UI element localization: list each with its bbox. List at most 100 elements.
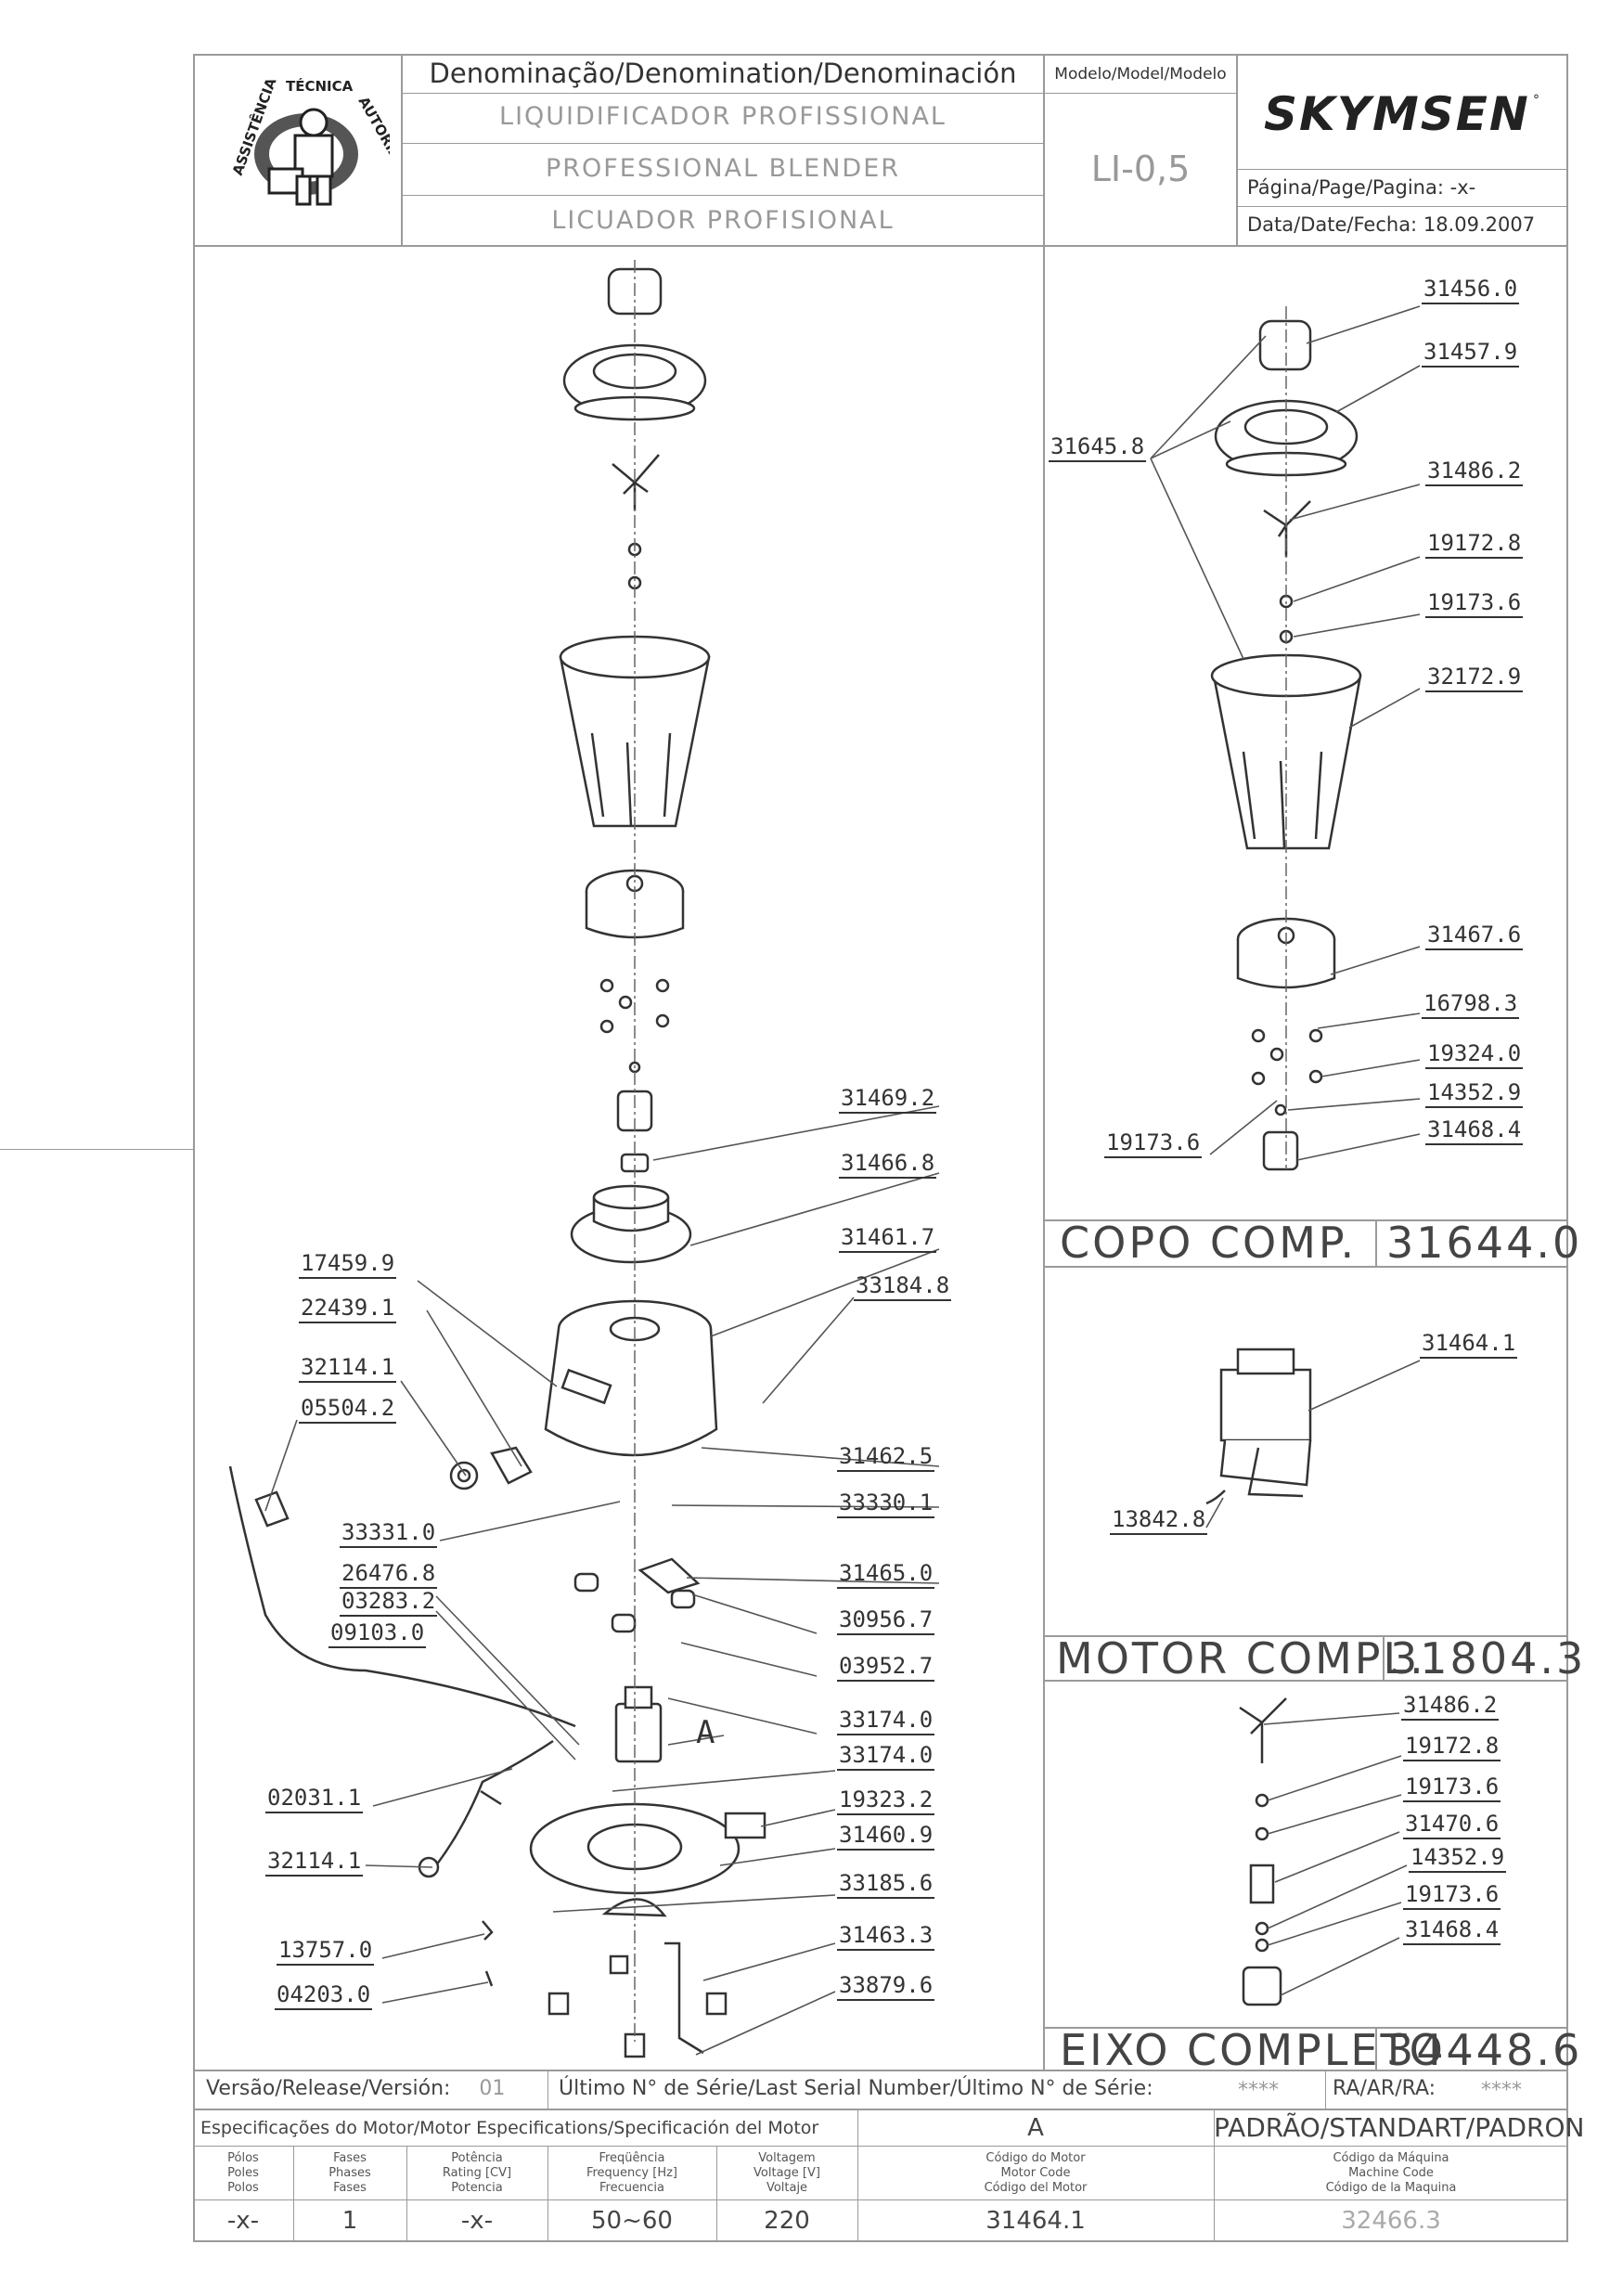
part-label[interactable]: 31457.9 xyxy=(1422,338,1520,368)
name-pt: LIQUIDIFICADOR PROFISSIONAL xyxy=(499,102,947,131)
col-label: Potencia xyxy=(451,2181,503,2195)
part-label[interactable]: 31469.2 xyxy=(839,1084,937,1114)
part-label[interactable]: 33185.6 xyxy=(837,1869,935,1899)
standard-label: PADRÃO/STANDART/PADRON xyxy=(1214,2112,1585,2143)
part-label[interactable]: 31486.2 xyxy=(1425,457,1524,486)
col-label: Fases xyxy=(333,2181,367,2195)
motor-code-value: 31464.1 xyxy=(985,2207,1086,2235)
spec-col-motor-code: Código do Motor Motor Code Código del Mo… xyxy=(857,2151,1214,2196)
date-label-text: Data/Date/Fecha: xyxy=(1247,213,1418,236)
part-label[interactable]: 31464.1 xyxy=(1420,1329,1518,1359)
rating-value: -x- xyxy=(460,2207,494,2235)
part-label[interactable]: 33184.8 xyxy=(854,1271,952,1301)
part-label[interactable]: 31467.6 xyxy=(1425,921,1524,950)
part-label[interactable]: 33330.1 xyxy=(837,1489,935,1518)
eixo-title: EIXO COMPLETO xyxy=(1060,2025,1446,2075)
part-label[interactable]: 31456.0 xyxy=(1422,275,1520,304)
denomination-label: Denominação/Denomination/Denominación xyxy=(429,58,1017,89)
part-label[interactable]: 31645.8 xyxy=(1049,432,1147,462)
part-label[interactable]: 14352.9 xyxy=(1425,1078,1524,1108)
col-label: Código da Máquina xyxy=(1333,2151,1449,2165)
spec-col-phases: Fases Phases Fases xyxy=(293,2151,406,2196)
col-label: Rating [CV] xyxy=(442,2166,512,2180)
name-en: PROFESSIONAL BLENDER xyxy=(545,154,901,183)
part-label[interactable]: 19172.8 xyxy=(1425,529,1524,559)
part-label[interactable]: 32172.9 xyxy=(1425,663,1524,692)
part-label[interactable]: 31486.2 xyxy=(1401,1691,1500,1721)
part-label[interactable]: 03952.7 xyxy=(837,1652,935,1682)
part-label[interactable]: 19173.6 xyxy=(1425,588,1524,618)
model-label: Modelo/Model/Modelo xyxy=(1054,65,1227,84)
part-label[interactable]: 31466.8 xyxy=(839,1149,937,1179)
motor-ref-label[interactable]: A xyxy=(696,1714,715,1751)
machine-code-value: 32466.3 xyxy=(1341,2207,1441,2235)
spec-col-frequency: Freqüência Frequency [Hz] Frecuencia xyxy=(547,2151,716,2196)
name-es: LICUADOR PROFISIONAL xyxy=(551,206,895,235)
motor-spec-value: A xyxy=(1027,2114,1044,2142)
page-label: Página/Page/Pagina: -x- xyxy=(1247,176,1475,199)
col-label: Voltagem xyxy=(758,2151,816,2165)
part-label[interactable]: 31463.3 xyxy=(837,1921,935,1951)
spec-col-poles: Pólos Poles Polos xyxy=(193,2151,293,2196)
part-label[interactable]: 19173.6 xyxy=(1403,1773,1501,1802)
part-label[interactable]: 13842.8 xyxy=(1110,1505,1208,1535)
part-label[interactable]: 26476.8 xyxy=(340,1559,438,1589)
spec-col-voltage: Voltagem Voltage [V] Voltaje xyxy=(716,2151,857,2196)
part-label[interactable]: 04203.0 xyxy=(275,1980,373,2010)
col-label: Poles xyxy=(227,2166,259,2180)
part-label[interactable]: 09103.0 xyxy=(328,1619,427,1648)
part-label[interactable]: 31461.7 xyxy=(839,1223,937,1253)
part-label[interactable]: 33331.0 xyxy=(340,1518,438,1548)
version-row: Versão/Release/Versión: 01 xyxy=(206,2077,505,2100)
part-label[interactable]: 19173.6 xyxy=(1403,1880,1501,1910)
brand-logo: SKYMSEN ° xyxy=(1255,84,1552,148)
part-label[interactable]: 17459.9 xyxy=(299,1249,397,1279)
poles-value: -x- xyxy=(226,2207,260,2235)
voltage-value: 220 xyxy=(764,2207,810,2235)
part-label[interactable]: 03283.2 xyxy=(340,1587,438,1617)
part-label[interactable]: 31465.0 xyxy=(837,1559,935,1589)
ra-label: RA/AR/RA: xyxy=(1333,2077,1436,2100)
part-label[interactable]: 31470.6 xyxy=(1403,1810,1501,1839)
model-value: LI-0,5 xyxy=(1090,148,1191,189)
part-label[interactable]: 30956.7 xyxy=(837,1606,935,1635)
part-label[interactable]: 05504.2 xyxy=(299,1394,397,1424)
svg-text:SKYMSEN: SKYMSEN xyxy=(1264,87,1530,141)
motor-title: MOTOR COMPL. xyxy=(1056,1633,1426,1683)
part-label[interactable]: 31462.5 xyxy=(837,1442,935,1472)
col-label: Código de la Maquina xyxy=(1325,2181,1457,2195)
part-label[interactable]: 33879.6 xyxy=(837,1971,935,2001)
part-label[interactable]: 19173.6 xyxy=(1104,1129,1203,1158)
spec-col-machine-code: Código da Máquina Machine Code Código de… xyxy=(1214,2151,1568,2196)
serial-label: Último N° de Série/Last Serial Number/Úl… xyxy=(559,2077,1153,2100)
page-value: -x- xyxy=(1449,176,1476,199)
part-label[interactable]: 32114.1 xyxy=(299,1353,397,1383)
part-label[interactable]: 22439.1 xyxy=(299,1294,397,1323)
part-label[interactable]: 19324.0 xyxy=(1425,1039,1524,1069)
svg-text:°: ° xyxy=(1533,93,1539,108)
copo-title: COPO COMP. xyxy=(1060,1218,1358,1268)
phases-value: 1 xyxy=(341,2207,358,2235)
serial-value: **** xyxy=(1238,2079,1279,2102)
date-value: 18.09.2007 xyxy=(1423,213,1536,236)
col-label: Motor Code xyxy=(1000,2166,1071,2180)
part-label[interactable]: 33174.0 xyxy=(837,1706,935,1735)
part-label[interactable]: 19323.2 xyxy=(837,1786,935,1815)
version-label: Versão/Release/Versión: xyxy=(206,2077,451,2100)
col-label: Código do Motor xyxy=(985,2151,1086,2165)
part-label[interactable]: 33174.0 xyxy=(837,1741,935,1771)
part-label[interactable]: 13757.0 xyxy=(277,1936,375,1966)
part-label[interactable]: 31460.9 xyxy=(837,1821,935,1851)
part-label[interactable]: 31468.4 xyxy=(1403,1915,1501,1945)
part-label[interactable]: 16798.3 xyxy=(1422,989,1520,1019)
part-label[interactable]: 31468.4 xyxy=(1425,1116,1524,1145)
part-label[interactable]: 32114.1 xyxy=(265,1847,364,1877)
col-label: Phases xyxy=(328,2166,371,2180)
part-label[interactable]: 14352.9 xyxy=(1409,1843,1507,1873)
part-label[interactable]: 02031.1 xyxy=(265,1784,364,1813)
col-label: Pólos xyxy=(227,2151,259,2165)
eixo-code: 34448.6 xyxy=(1386,2025,1583,2075)
part-label[interactable]: 19172.8 xyxy=(1403,1732,1501,1761)
col-label: Potência xyxy=(451,2151,503,2165)
